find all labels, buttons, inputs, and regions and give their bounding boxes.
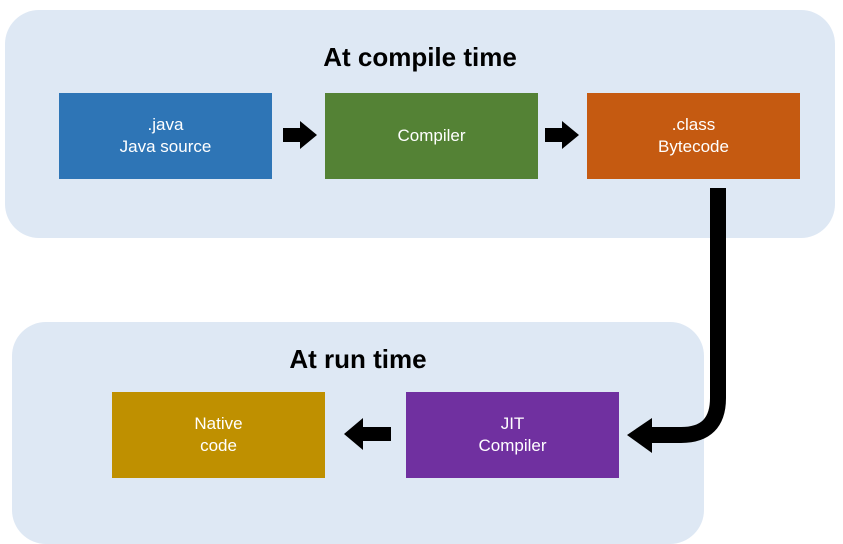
bytecode-extension: .class xyxy=(671,115,716,134)
native-code-label: code xyxy=(200,436,237,455)
bytecode-node: .class Bytecode xyxy=(587,93,800,179)
java-source-extension: .java xyxy=(147,115,184,134)
compiler-node: Compiler xyxy=(325,93,538,179)
compiler-label: Compiler xyxy=(397,126,466,145)
jit-compiler-node: JIT Compiler xyxy=(406,392,619,478)
compile-time-title: At compile time xyxy=(323,42,517,72)
jit-label: JIT xyxy=(500,414,525,433)
native-code-node: Native code xyxy=(112,392,325,478)
run-time-title: At run time xyxy=(289,344,427,374)
bytecode-label: Bytecode xyxy=(658,137,729,156)
java-source-node: .java Java source xyxy=(59,93,272,179)
java-source-label: Java source xyxy=(119,137,212,156)
native-label: Native xyxy=(194,414,243,433)
jit-compiler-label: Compiler xyxy=(478,436,547,455)
